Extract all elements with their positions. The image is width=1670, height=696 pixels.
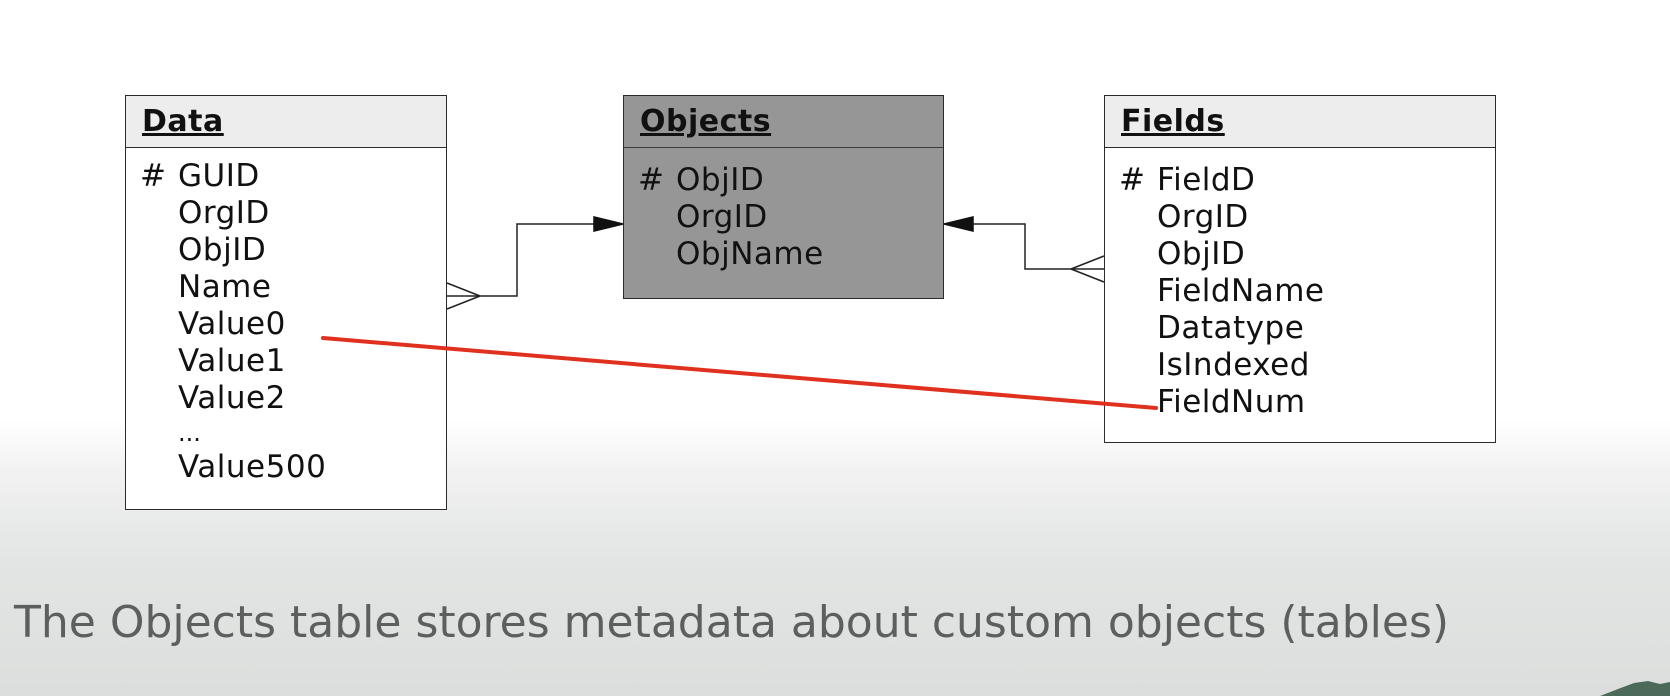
objects-table-header: Objects xyxy=(624,96,943,148)
objects-table-title: Objects xyxy=(640,104,772,139)
attribute-name: FieldD xyxy=(1157,162,1256,198)
objects-table-entity: Objects # ObjID OrgID ObjName xyxy=(623,95,944,299)
attribute-name: IsIndexed xyxy=(1157,347,1310,383)
attribute-row: Value1 xyxy=(140,343,446,380)
attribute-row: # GUID xyxy=(140,158,446,195)
fields-table-title: Fields xyxy=(1121,104,1225,139)
attribute-name: ObjID xyxy=(676,162,765,198)
attribute-row: # ObjID xyxy=(638,162,943,199)
attribute-name: FieldName xyxy=(1157,273,1325,309)
attribute-name: OrgID xyxy=(676,199,768,235)
data-table-attributes: # GUID OrgID ObjID Name Value0 Value1 Val… xyxy=(126,148,446,486)
attribute-row: Value500 xyxy=(140,449,446,486)
attribute-name: Value1 xyxy=(178,343,286,379)
attribute-row: Name xyxy=(140,269,446,306)
attribute-row: OrgID xyxy=(638,199,943,236)
fields-table-entity: Fields # FieldD OrgID ObjID FieldName Dat… xyxy=(1104,95,1496,443)
attribute-row: Datatype xyxy=(1119,310,1495,347)
attribute-row: # FieldD xyxy=(1119,162,1495,199)
attribute-row: FieldNum xyxy=(1119,384,1495,421)
data-table-entity: Data # GUID OrgID ObjID Name Value0 Value… xyxy=(125,95,447,510)
attribute-name: ObjID xyxy=(1157,236,1246,272)
primary-key-marker: # xyxy=(638,162,665,198)
objects-table-attributes: # ObjID OrgID ObjName xyxy=(624,148,943,273)
attribute-row: IsIndexed xyxy=(1119,347,1495,384)
attribute-row: Value2 xyxy=(140,380,446,417)
attribute-row: OrgID xyxy=(140,195,446,232)
attribute-row: FieldName xyxy=(1119,273,1495,310)
fields-table-header: Fields xyxy=(1105,96,1495,148)
attribute-row: OrgID xyxy=(1119,199,1495,236)
landscape-decoration xyxy=(1600,681,1670,696)
attribute-name: GUID xyxy=(178,158,260,194)
attribute-name: FieldNum xyxy=(1157,384,1306,420)
primary-key-marker: # xyxy=(1119,162,1146,198)
primary-key-marker: # xyxy=(140,158,167,194)
attribute-ellipsis: ... xyxy=(178,419,201,447)
attribute-row: Value0 xyxy=(140,306,446,343)
attribute-row: ObjName xyxy=(638,236,943,273)
attribute-row: ObjID xyxy=(140,232,446,269)
slide-caption: The Objects table stores metadata about … xyxy=(14,597,1450,648)
data-table-title: Data xyxy=(142,104,224,139)
attribute-name: Name xyxy=(178,269,272,305)
attribute-name: ObjID xyxy=(178,232,267,268)
attribute-name: OrgID xyxy=(178,195,270,231)
data-table-header: Data xyxy=(126,96,446,148)
fields-table-attributes: # FieldD OrgID ObjID FieldName Datatype I… xyxy=(1105,148,1495,421)
attribute-name: ObjName xyxy=(676,236,824,272)
attribute-name: Datatype xyxy=(1157,310,1305,346)
attribute-name: Value500 xyxy=(178,449,327,485)
attribute-name: Value2 xyxy=(178,380,286,416)
attribute-row: ObjID xyxy=(1119,236,1495,273)
attribute-name: OrgID xyxy=(1157,199,1249,235)
attribute-name: Value0 xyxy=(178,306,286,342)
